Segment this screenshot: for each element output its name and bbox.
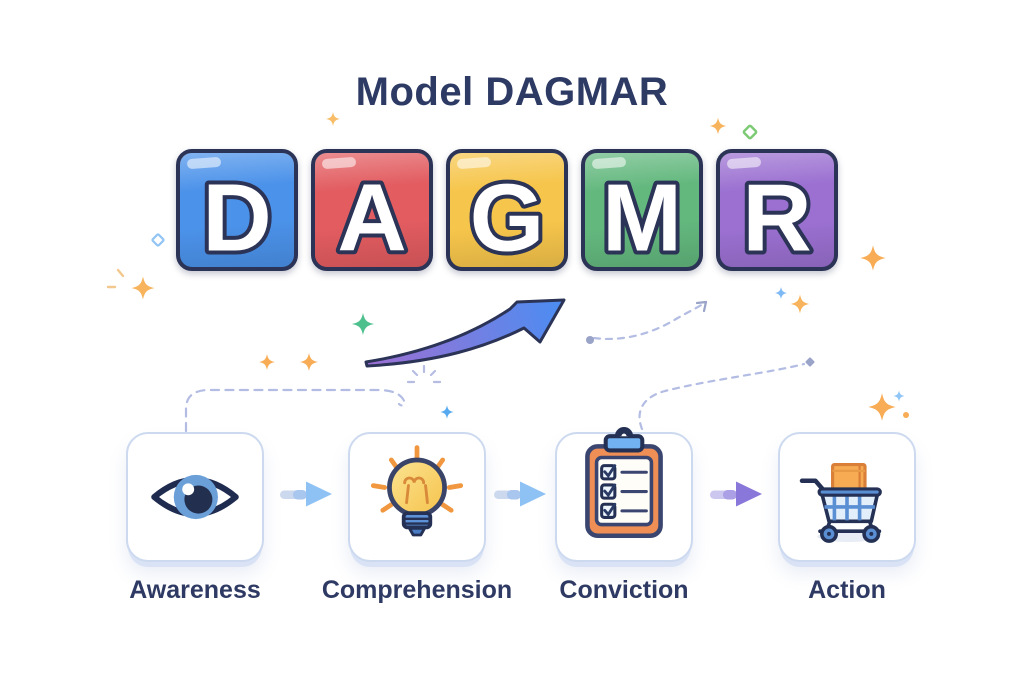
step-box-awareness (126, 432, 264, 562)
connector-arrowhead-icon (695, 300, 708, 313)
sparkle-icon (790, 294, 810, 314)
dashed-connector-left (184, 388, 406, 433)
lightbulb-icon (370, 445, 464, 537)
clipboard-checklist-icon (585, 427, 663, 539)
tile-letter: D (202, 165, 271, 268)
letter-tile-d: D (176, 149, 298, 271)
eye-icon (151, 474, 239, 520)
diamond-sparkle-icon (150, 232, 166, 248)
shopping-cart-icon (799, 463, 882, 543)
page-title: Model DAGMAR (355, 70, 669, 114)
step-box-action (778, 432, 916, 562)
sparkle-icon (259, 354, 275, 370)
sparkle-icon (893, 390, 905, 402)
diamond-sparkle-icon (742, 124, 758, 140)
sparkle-tick-icon (106, 268, 125, 289)
letter-tiles-row: D A G M R (176, 149, 838, 271)
sparkle-icon (774, 286, 788, 300)
sparkle-icon (868, 393, 896, 421)
step-label-comprehension: Comprehension (321, 576, 513, 604)
tile-letter: M (602, 165, 682, 268)
sparkle-icon (440, 405, 454, 419)
sparkle-icon (299, 352, 319, 372)
step-arrow-icon (494, 481, 546, 507)
sparkle-icon (352, 313, 374, 335)
spark-burst-icon (406, 364, 442, 384)
step-label-awareness: Awareness (129, 576, 261, 604)
step-label-conviction: Conviction (559, 576, 689, 604)
step-box-comprehension (348, 432, 486, 562)
step-arrow-icon (710, 481, 762, 507)
sparkle-icon (709, 117, 727, 135)
connector-diamond (805, 357, 815, 367)
letter-tile-m: M (581, 149, 703, 271)
dashed-connector-middle (592, 300, 708, 341)
dashed-connector-right (638, 362, 806, 431)
swoosh-arrow-icon (364, 298, 566, 368)
tile-letter: R (742, 165, 811, 268)
tile-letter: G (470, 165, 545, 268)
letter-tile-r: R (716, 149, 838, 271)
letter-tile-g: G (446, 149, 568, 271)
step-box-conviction (555, 427, 693, 562)
sparkle-dot-icon (903, 412, 909, 418)
sparkle-icon (131, 276, 155, 300)
sparkle-icon (860, 245, 886, 271)
step-label-action: Action (808, 576, 886, 604)
step-arrow-icon (280, 481, 332, 507)
tile-letter: A (337, 165, 406, 268)
letter-tile-a: A (311, 149, 433, 271)
connector-dot (586, 336, 594, 344)
